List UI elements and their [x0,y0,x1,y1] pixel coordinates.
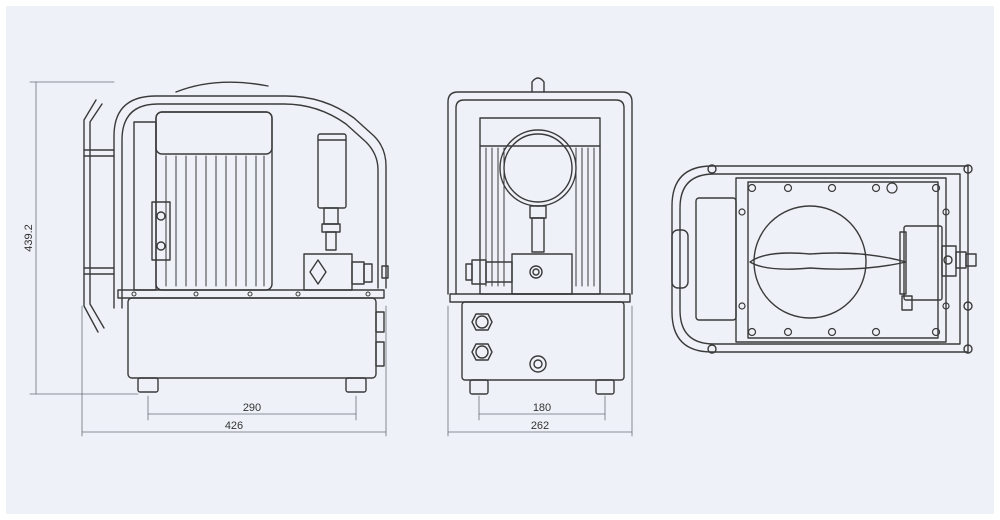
top-valve [903,225,943,301]
side-dimensions [29,81,387,437]
side-valve [303,253,353,291]
dim-side-overall-length: 426 [225,420,243,432]
side-hook [83,99,105,333]
front-view [447,77,633,395]
front-dimensions [447,305,633,437]
top-frame [671,165,969,353]
front-plug-2 [471,343,493,361]
dim-front-overall-width: 262 [531,420,549,432]
side-motor [155,111,273,291]
side-frame-handle [113,95,387,309]
drawing-canvas: 439.2 290 426 [6,6,994,514]
side-view [83,81,389,393]
front-gauge [499,129,577,207]
top-plate [735,177,947,343]
dim-front-foot-spacing: 180 [533,402,551,414]
side-foot-right [345,377,367,393]
side-foot-left [137,377,159,393]
front-plug-1 [471,313,493,331]
technical-drawing: 439.2 290 426 [23,77,977,437]
side-tank [127,297,377,379]
dim-side-height: 439.2 [23,224,35,252]
front-tank [461,301,625,381]
front-frame [447,91,633,295]
top-motor [753,205,867,319]
top-view [671,164,977,354]
dim-side-foot-spacing: 290 [243,402,261,414]
top-handle [671,229,689,289]
front-coupler [529,355,547,373]
side-gauge [317,133,347,209]
